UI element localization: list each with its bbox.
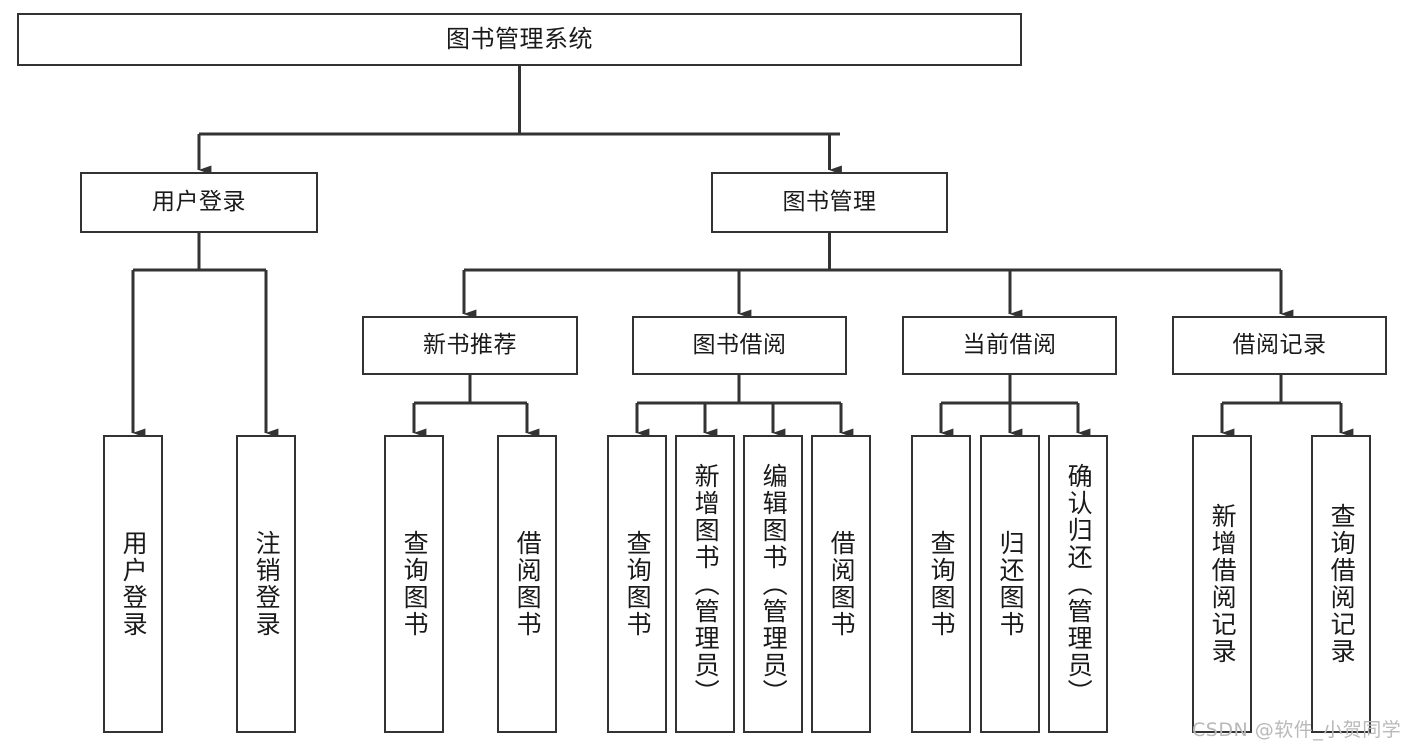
- node-label: 查询图书: [927, 530, 957, 638]
- leaf-add-borrow-record[interactable]: 新增借阅记录: [1192, 435, 1252, 733]
- node-new-book-recommend[interactable]: 新书推荐: [362, 316, 578, 375]
- node-book-borrow[interactable]: 图书借阅: [632, 316, 847, 375]
- node-label: 借阅图书: [513, 530, 543, 638]
- leaf-add-book-admin[interactable]: 新增图书（管理员）: [675, 435, 735, 733]
- node-label: 注销登录: [252, 530, 282, 638]
- leaf-return-book[interactable]: 归还图书: [980, 435, 1040, 733]
- node-label: 借阅记录: [1232, 331, 1327, 358]
- leaf-query-book-new[interactable]: 查询图书: [384, 435, 444, 733]
- node-label: 编辑图书（管理员）: [759, 462, 789, 706]
- node-current-borrow[interactable]: 当前借阅: [902, 316, 1117, 375]
- node-label: 归还图书: [996, 530, 1026, 638]
- watermark-csdn: CSDN @软件_小贺同学: [1192, 719, 1402, 741]
- node-label: 借阅图书: [827, 530, 857, 638]
- node-label: 图书管理: [782, 188, 877, 215]
- leaf-confirm-return-admin[interactable]: 确认归还（管理员）: [1048, 435, 1108, 733]
- leaf-query-book-current[interactable]: 查询图书: [911, 435, 971, 733]
- node-user-login[interactable]: 用户登录: [80, 172, 318, 233]
- node-label: 查询借阅记录: [1327, 503, 1357, 665]
- leaf-logout-login[interactable]: 注销登录: [236, 435, 296, 733]
- node-label: 图书管理系统: [446, 25, 593, 54]
- leaf-edit-book-admin[interactable]: 编辑图书（管理员）: [743, 435, 803, 733]
- node-label: 图书借阅: [692, 331, 787, 358]
- node-book-management[interactable]: 图书管理: [711, 172, 948, 233]
- leaf-borrow-book[interactable]: 借阅图书: [811, 435, 871, 733]
- leaf-query-book-borrow[interactable]: 查询图书: [607, 435, 667, 733]
- node-label: 确认归还（管理员）: [1064, 462, 1094, 706]
- leaf-user-login[interactable]: 用户登录: [103, 435, 163, 733]
- node-label: 新书推荐: [423, 331, 517, 358]
- node-label: 查询图书: [623, 530, 653, 638]
- leaf-query-borrow-record[interactable]: 查询借阅记录: [1311, 435, 1371, 733]
- node-label: 用户登录: [152, 188, 246, 215]
- node-borrow-record[interactable]: 借阅记录: [1172, 316, 1387, 375]
- node-root-system[interactable]: 图书管理系统: [17, 13, 1022, 66]
- node-label: 新增借阅记录: [1208, 503, 1238, 665]
- node-label: 新增图书（管理员）: [691, 462, 721, 706]
- node-label: 当前借阅: [962, 331, 1057, 358]
- leaf-borrow-book-new[interactable]: 借阅图书: [497, 435, 557, 733]
- node-label: 查询图书: [400, 530, 430, 638]
- node-label: 用户登录: [119, 530, 149, 638]
